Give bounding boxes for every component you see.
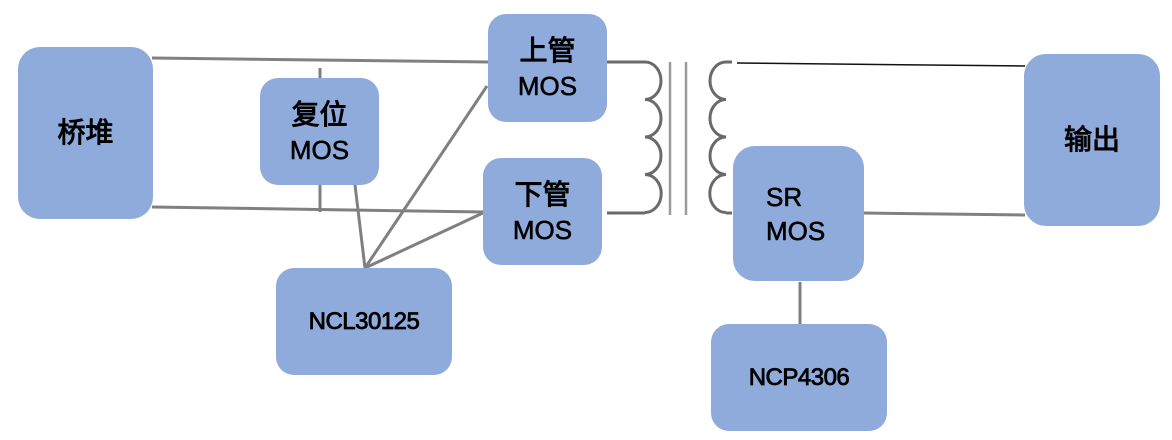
- high-side-mos-subtitle: MOS: [517, 71, 578, 102]
- ncl30125-label: NCL30125: [308, 307, 420, 335]
- low-side-mos-title: 下管: [514, 177, 571, 211]
- low-side-mos-block[interactable]: 下管 MOS: [483, 158, 602, 265]
- wire-bridge-to-high-side: [151, 56, 491, 64]
- reset-mos-title: 复位: [291, 97, 348, 131]
- reset-mos-block[interactable]: 复位 MOS: [260, 78, 379, 185]
- transformer-icon: [607, 60, 732, 215]
- bridge-rectifier-block[interactable]: 桥堆: [18, 47, 153, 219]
- ncl30125-controller-block[interactable]: NCL30125: [276, 268, 452, 375]
- wire-ctrl-to-high-side: [363, 85, 489, 269]
- bridge-rectifier-label: 桥堆: [57, 116, 114, 149]
- wire-ctrl-to-reset: [353, 184, 367, 269]
- reset-mos-subtitle: MOS: [289, 134, 350, 165]
- low-side-mos-subtitle: MOS: [512, 214, 573, 245]
- ncp4306-label: NCP4306: [748, 363, 850, 391]
- wire-transformer-to-output: [736, 62, 1026, 67]
- wire-sr-to-output: [862, 211, 1026, 217]
- sr-mos-subtitle: MOS: [766, 215, 826, 246]
- high-side-mos-block[interactable]: 上管 MOS: [488, 14, 607, 122]
- sr-mos-block[interactable]: SR MOS: [733, 146, 864, 281]
- output-label: 输出: [1063, 123, 1120, 156]
- wire-ctrl-to-low-side: [364, 210, 486, 270]
- ncp4306-controller-block[interactable]: NCP4306: [711, 324, 887, 431]
- sr-mos-title: SR: [766, 181, 803, 212]
- output-block[interactable]: 输出: [1024, 54, 1160, 226]
- high-side-mos-title: 上管: [519, 34, 576, 67]
